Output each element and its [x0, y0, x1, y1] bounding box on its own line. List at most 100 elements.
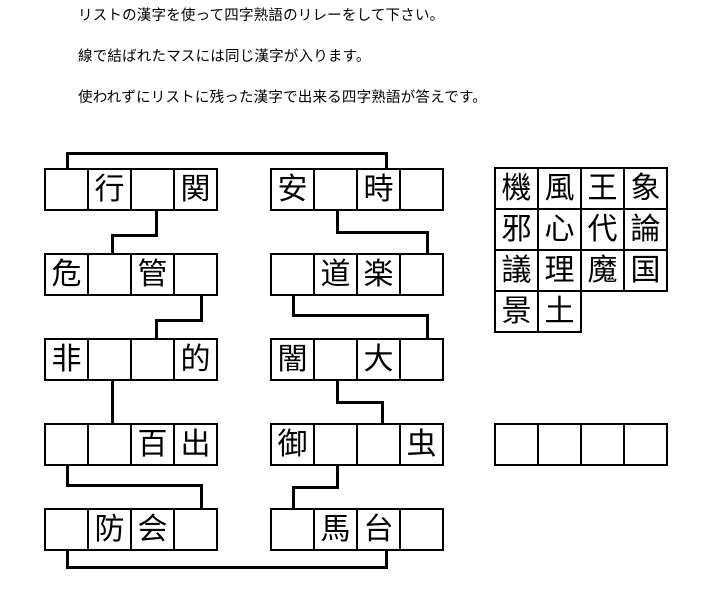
left-r5c1[interactable] [44, 508, 89, 551]
right-r3c4[interactable] [399, 338, 444, 381]
kanji-list-r3c3[interactable]: 魔 [580, 249, 625, 292]
instruction-line-1: リストの漢字を使って四字熟語のリレーをして下さい。 [78, 8, 445, 24]
right-r5c3[interactable]: 台 [356, 508, 401, 551]
kanji-list-r2c4[interactable]: 論 [623, 208, 668, 251]
kanji-list-r3c4[interactable]: 国 [623, 249, 668, 292]
kanji-list-r4c4-empty [623, 290, 668, 333]
connector-right-r1c2-down [336, 211, 339, 233]
answer-cell-2[interactable] [537, 423, 582, 466]
connector-left-r4c1-across [66, 484, 202, 487]
kanji-list-r4c1[interactable]: 景 [494, 290, 539, 333]
left-row-1: 行 関 [44, 168, 218, 211]
right-row-1: 安 時 [270, 168, 444, 211]
left-r1c4[interactable]: 関 [173, 168, 218, 211]
right-r3c2[interactable] [313, 338, 358, 381]
instruction-line-2: 線で結ばれたマスには同じ漢字が入ります。 [78, 49, 371, 65]
connector-bottom-bridge-span [66, 566, 388, 569]
kanji-list-row-2: 邪 心 代 論 [494, 208, 668, 251]
answer-box [494, 423, 668, 466]
connector-top-bridge-span [66, 152, 388, 155]
left-r5c2[interactable]: 防 [87, 508, 132, 551]
connector-left-r1c3-down [155, 211, 158, 236]
left-r3c4[interactable]: 的 [173, 338, 218, 381]
kanji-list-r1c3[interactable]: 王 [580, 167, 625, 210]
left-row-5: 防 会 [44, 508, 218, 551]
connector-left-r4c1-down [66, 466, 69, 486]
right-r1c4[interactable] [399, 168, 444, 211]
left-r3c1[interactable]: 非 [44, 338, 89, 381]
right-row-2: 道 楽 [270, 253, 444, 296]
right-r4c2[interactable] [313, 423, 358, 466]
connector-bottom-bridge-left-stem [66, 551, 69, 569]
left-r4c1[interactable] [44, 423, 89, 466]
connector-right-r3c2-across [336, 401, 383, 404]
kanji-list-r4c2[interactable]: 土 [537, 290, 582, 333]
left-row-2: 危 管 [44, 253, 218, 296]
left-r4c4[interactable]: 出 [173, 423, 218, 466]
left-r5c3[interactable]: 会 [130, 508, 175, 551]
left-row-4: 百 出 [44, 423, 218, 466]
connector-right-r4c2-up [381, 401, 384, 425]
right-r1c3[interactable]: 時 [356, 168, 401, 211]
connector-right-r4c2-down [336, 466, 339, 488]
kanji-list-r1c4[interactable]: 象 [623, 167, 668, 210]
left-r2c3[interactable]: 管 [130, 253, 175, 296]
kanji-list-r2c2[interactable]: 心 [537, 208, 582, 251]
right-r2c2[interactable]: 道 [313, 253, 358, 296]
kanji-list-r1c2[interactable]: 風 [537, 167, 582, 210]
left-r4c2[interactable] [87, 423, 132, 466]
connector-left-r2c2-up [111, 234, 114, 255]
left-r1c3[interactable] [130, 168, 175, 211]
left-r2c2[interactable] [87, 253, 132, 296]
connector-left-r2c4-across [155, 319, 203, 322]
right-r4c3[interactable] [356, 423, 401, 466]
kanji-list-row-3: 議 理 魔 国 [494, 249, 668, 292]
left-r5c4[interactable] [173, 508, 218, 551]
connector-left-r2c4-down [200, 296, 203, 321]
right-r5c4[interactable] [399, 508, 444, 551]
connector-left-r1c3-across [111, 234, 158, 237]
right-r1c1[interactable]: 安 [270, 168, 315, 211]
connector-right-r2c4-up [426, 231, 429, 255]
left-row-3: 非 的 [44, 338, 218, 381]
kanji-list-r2c1[interactable]: 邪 [494, 208, 539, 251]
connector-left-r3c2-to-r4c2 [111, 381, 114, 425]
connector-right-r3c4-up [426, 314, 429, 340]
instructions-block: リストの漢字を使って四字熟語のリレーをして下さい。 線で結ばれたマスには同じ漢字… [78, 8, 638, 131]
answer-cell-3[interactable] [580, 423, 625, 466]
answer-cell-4[interactable] [623, 423, 668, 466]
left-r1c2[interactable]: 行 [87, 168, 132, 211]
left-r3c2[interactable] [87, 338, 132, 381]
kanji-list-r2c3[interactable]: 代 [580, 208, 625, 251]
left-r2c1[interactable]: 危 [44, 253, 89, 296]
connector-right-r3c2-down [336, 381, 339, 403]
right-row-4: 御 虫 [270, 423, 444, 466]
right-r5c1[interactable] [270, 508, 315, 551]
left-r4c3[interactable]: 百 [130, 423, 175, 466]
right-r2c3[interactable]: 楽 [356, 253, 401, 296]
right-r4c1[interactable]: 御 [270, 423, 315, 466]
instruction-line-3: 使われずにリストに残った漢字で出来る四字熟語が答えです。 [78, 90, 487, 106]
connector-right-r2c1-across [292, 314, 429, 317]
kanji-list-r3c1[interactable]: 議 [494, 249, 539, 292]
kanji-list-r4c3-empty [580, 290, 625, 333]
right-row-3: 闇 大 [270, 338, 444, 381]
answer-cell-1[interactable] [494, 423, 539, 466]
left-r3c3[interactable] [130, 338, 175, 381]
right-r4c4[interactable]: 虫 [399, 423, 444, 466]
right-r3c1[interactable]: 闇 [270, 338, 315, 381]
right-r1c2[interactable] [313, 168, 358, 211]
right-r2c1[interactable] [270, 253, 315, 296]
right-r5c2[interactable]: 馬 [313, 508, 358, 551]
left-r1c1[interactable] [44, 168, 89, 211]
left-r2c4[interactable] [173, 253, 218, 296]
right-row-5: 馬 台 [270, 508, 444, 551]
right-r2c4[interactable] [399, 253, 444, 296]
connector-right-r4c2-across [292, 486, 339, 489]
kanji-list-r3c2[interactable]: 理 [537, 249, 582, 292]
kanji-list-r1c1[interactable]: 機 [494, 167, 539, 210]
connector-right-r5c1-up [292, 486, 295, 510]
connector-left-r5c4-up [200, 484, 203, 510]
right-r3c3[interactable]: 大 [356, 338, 401, 381]
